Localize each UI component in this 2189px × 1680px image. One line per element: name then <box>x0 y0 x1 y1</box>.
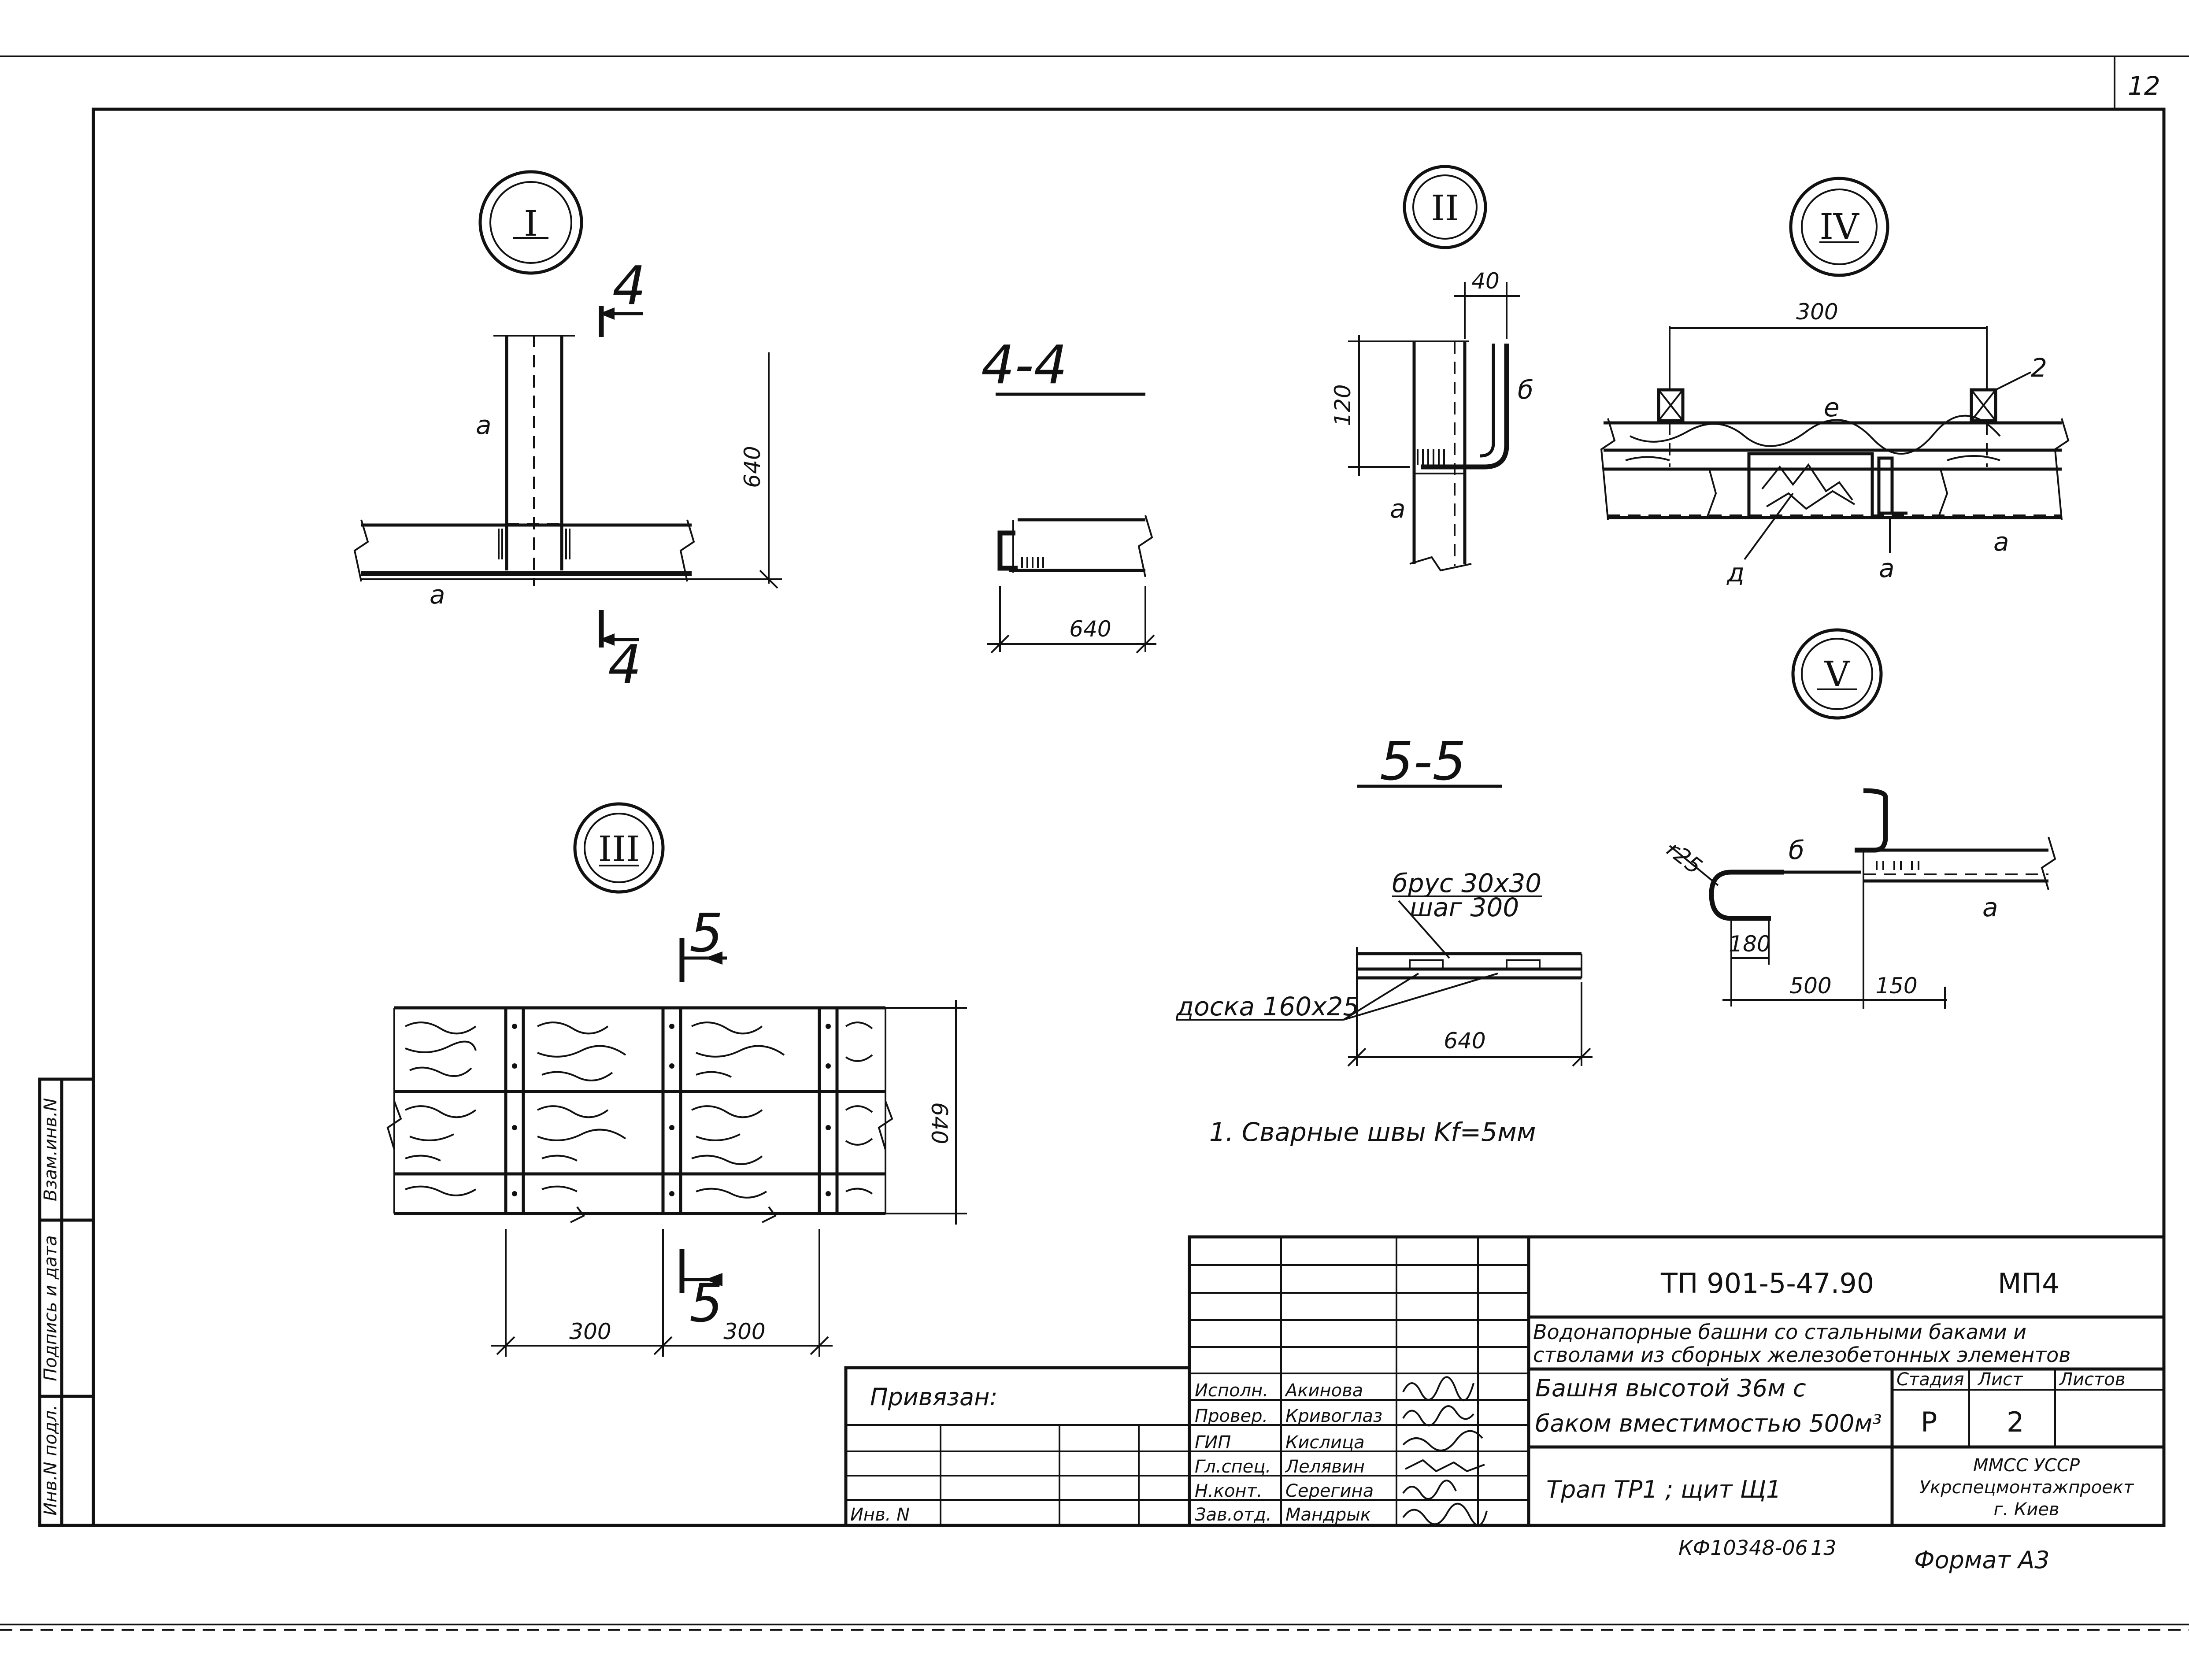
view-I-label-a-vertical: a <box>476 410 492 440</box>
section-4-4-title: 4-4 <box>981 335 1067 396</box>
sheet-value: 2 <box>2007 1406 2024 1438</box>
view-II-dim-120: 120 <box>1330 384 1356 426</box>
stamp-inv-podl: Инв.N подл. <box>41 1405 61 1516</box>
view-IV: IV 300 е 2 д а <box>1600 177 2070 588</box>
view-III-section-mark-top: 5 <box>689 903 723 964</box>
title-line-1: Водонапорные башни со стальными баками и <box>1533 1320 2026 1344</box>
page-number: 12 <box>2128 71 2160 101</box>
name-kislica: Кислица <box>1285 1432 1365 1453</box>
object-line-2: баком вместимостью 500м³ <box>1535 1410 1882 1437</box>
org-line-2: Укрспецмонтажпроект <box>1919 1477 2134 1498</box>
section-mark-4-top: 4 <box>612 255 646 317</box>
name-lelyavin: Лелявин <box>1285 1457 1365 1477</box>
view-IV-label-a1: а <box>1879 553 1895 583</box>
section-mark-4-bottom: 4 <box>608 634 641 696</box>
org-line-3: г. Киев <box>1993 1499 2059 1520</box>
section-5-5: 5-5 брус 30x30 шаг 300 доска 160x25 640 <box>1176 731 1593 1067</box>
view-II-dim-40: 40 <box>1471 268 1500 294</box>
view-IV-dim-300: 300 <box>1796 299 1838 325</box>
view-III-marker: III <box>598 829 640 870</box>
view-V-marker: V <box>1824 654 1850 695</box>
view-V-dim-500: 500 <box>1789 973 1831 999</box>
section-5-5-doska: доска 160x25 <box>1176 992 1359 1021</box>
view-IV-label-2: 2 <box>2031 353 2047 383</box>
name-seregina: Серегина <box>1285 1481 1374 1501</box>
role-gl-spec: Гл.спец. <box>1195 1457 1271 1477</box>
stamp-vzam-inv: Взам.инв.N <box>41 1098 61 1201</box>
title-line-2: стволами из сборных железобетонных элеме… <box>1533 1343 2070 1367</box>
view-I-marker: I <box>524 203 538 244</box>
name-krivoglaz: Кривоглаз <box>1285 1406 1382 1426</box>
view-III-section-mark-bottom: 5 <box>689 1273 723 1334</box>
view-IV-label-e: е <box>1824 392 1840 422</box>
title-block: Исполн. Провер. ГИП Гл.спец. Н.конт. Зав… <box>844 1235 2166 1527</box>
view-I-dim-640: 640 <box>740 446 765 488</box>
inv-no-label: Инв. N <box>850 1505 910 1525</box>
role-n-kont: Н.конт. <box>1195 1481 1263 1501</box>
stamp-podpis-data: Подпись и дата <box>41 1235 61 1381</box>
name-akinova: Акинова <box>1284 1380 1363 1401</box>
title-code: ТП 901-5-47.90 <box>1660 1267 1874 1299</box>
view-IV-label-a2: а <box>1993 527 2009 557</box>
view-I: I 4 4 a a 640 <box>353 170 782 696</box>
view-II-marker: II <box>1431 188 1459 229</box>
stage-header: Стадия <box>1896 1369 1964 1390</box>
privyazan-label: Привязан: <box>870 1383 998 1411</box>
footer-format: Формат А3 <box>1914 1546 2050 1574</box>
view-II-label-a: a <box>1390 494 1406 524</box>
view-I-label-a-horizontal: a <box>430 580 445 610</box>
side-stamp: Взам.инв.N Подпись и дата Инв.N подл. <box>38 1077 95 1527</box>
section-5-5-brus-line2: шаг 300 <box>1410 892 1519 922</box>
view-V: V r25 б а 180 500 150 <box>1662 628 2056 1009</box>
view-II-label-b: б <box>1518 375 1533 405</box>
view-III: III 5 <box>386 802 967 1357</box>
footer-num: 13 <box>1811 1536 1837 1560</box>
view-V-dim-150: 150 <box>1875 973 1917 999</box>
sheets-header: Листов <box>2059 1369 2125 1390</box>
drawing-name: Трап ТР1 ; щит Щ1 <box>1546 1476 1781 1503</box>
name-mandryk: Мандрык <box>1285 1505 1371 1525</box>
section-5-5-brus-line1: брус 30x30 <box>1392 868 1541 898</box>
stage-value: Р <box>1921 1406 1937 1438</box>
section-4-4: 4-4 640 <box>981 335 1156 654</box>
footer-code: КФ10348-06 <box>1678 1536 1808 1560</box>
view-V-dim-180: 180 <box>1729 931 1770 957</box>
view-IV-marker: IV <box>1819 206 1859 247</box>
sheet-header: Лист <box>1977 1369 2023 1390</box>
signatures <box>1402 1376 1488 1526</box>
view-V-label-b: б <box>1789 835 1804 865</box>
role-gip: ГИП <box>1195 1432 1231 1453</box>
view-V-r25: r25 <box>1662 836 1707 880</box>
section-5-5-title: 5-5 <box>1380 731 1466 792</box>
view-III-dim-640: 640 <box>926 1102 952 1144</box>
org-line-1: ММСС УССР <box>1973 1455 2080 1476</box>
view-III-dim-300-left: 300 <box>569 1319 611 1344</box>
role-zav-otd: Зав.отд. <box>1195 1505 1272 1525</box>
view-III-dim-300-right: 300 <box>723 1319 765 1344</box>
role-prover: Провер. <box>1195 1406 1268 1426</box>
section-5-5-dim-640: 640 <box>1444 1028 1485 1054</box>
view-II: II 40 120 б a <box>1330 165 1533 572</box>
object-line-1: Башня высотой 36м с <box>1535 1374 1806 1402</box>
role-ispoln: Исполн. <box>1195 1380 1268 1401</box>
title-album: МП4 <box>1998 1267 2059 1299</box>
section-4-4-dim-640: 640 <box>1069 616 1111 642</box>
welding-note: 1. Сварные швы Kf=5мм <box>1209 1117 1536 1147</box>
view-V-label-a: а <box>1982 892 1998 922</box>
sheet-frame <box>0 56 2189 1631</box>
view-IV-label-d: д <box>1726 558 1745 588</box>
